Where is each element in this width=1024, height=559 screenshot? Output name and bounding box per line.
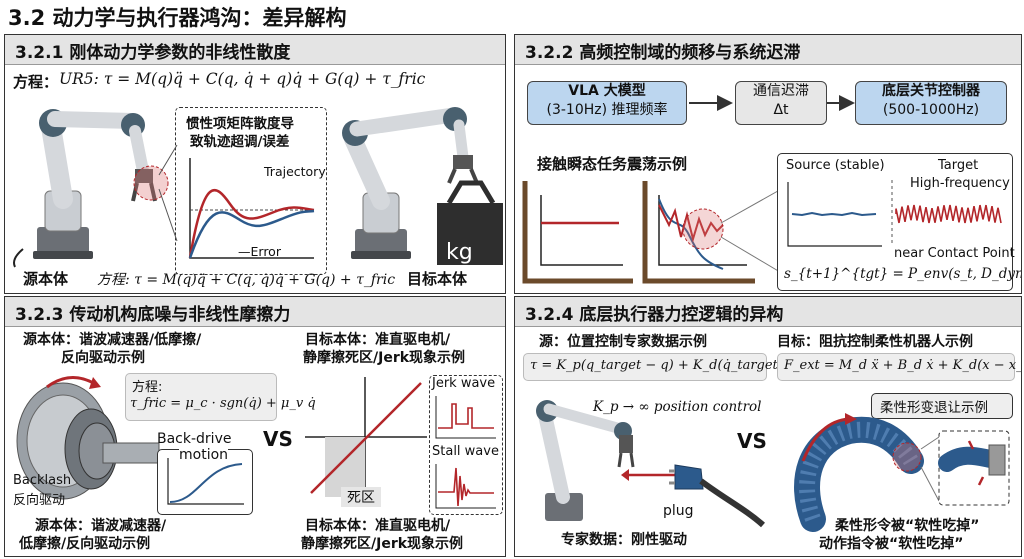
panel-control-frequency: 3.2.2 高频控制域的频移与系统迟滞 VLA 大模型 (3-10Hz) 推理频… <box>514 34 1022 294</box>
target-robot-arm <box>342 107 503 265</box>
panel-force-control: 3.2.4 底层执行器力控逻辑的异构 源：位置控制专家数据示例 τ = K_p(… <box>514 296 1022 557</box>
flex-note: 柔性形变退让示例 <box>880 400 988 416</box>
jerk-wave <box>435 396 496 439</box>
vla-model-node: VLA 大模型 (3-10Hz) 推理频率 <box>527 81 687 125</box>
inset-connector <box>158 144 178 242</box>
delay-node: 通信迟滞 Δt <box>735 81 827 125</box>
soft-robot-arm <box>794 413 1010 532</box>
stall-wave-label: Stall wave <box>432 444 499 459</box>
joint-controller-node: 底层关节控制器 (500-1000Hz) <box>855 81 1007 125</box>
joint-node-title: 底层关节控制器 <box>882 83 980 99</box>
target-bottom-line-1: 目标本体：准直驱电机/ <box>305 518 451 534</box>
inset-title-2: 致轨迹超调/误差 <box>190 134 290 150</box>
friction-eq-label: 方程: <box>132 380 163 395</box>
panel-header: 3.2.4 底层执行器力控逻辑的异构 <box>515 297 1021 327</box>
contact-demo-title: 接触瞬态任务震荡示例 <box>537 155 688 173</box>
delay-node-title: 通信迟滞 <box>753 83 809 99</box>
panel-header: 3.2.2 高频控制域的频移与系统迟滞 <box>515 35 1021 65</box>
panel-rigid-dynamics: 3.2.1 刚体动力学参数的非线性散度 方程： UR5: τ = M(q)q̈ … <box>4 34 506 294</box>
source-bottom-line-2: 低摩擦/反向驱动示例 <box>19 536 151 552</box>
high-frequency-wave <box>895 204 1002 224</box>
inset-title-1: 惯性项矩阵散度导 <box>186 116 294 132</box>
source-equation: τ = K_p(q_target − q) + K_d(q̇_target − … <box>530 358 811 373</box>
source-equation-box: τ = K_p(q_target − q) + K_d(q̇_target − … <box>523 353 810 381</box>
vla-node-title: VLA 大模型 <box>568 83 646 99</box>
panel-heading: 3.2.2 高频控制域的频移与系统迟滞 <box>525 43 801 63</box>
trajectory-inset: 惯性项矩阵散度导 致轨迹超调/误差 Trajectory —Error <box>175 107 327 275</box>
target-bottom-line-2: 静摩擦死区/Jerk现象示例 <box>301 536 464 552</box>
source-target-inset: Source (stable) Target High-frequency ne… <box>777 153 1021 291</box>
backlash-label-1: Backlash <box>13 473 72 488</box>
target-title: 目标：阻抗控制柔性机器人示例 <box>777 334 973 350</box>
harmonic-gear <box>16 376 160 500</box>
target-bottom-line-1: 柔性形令被“软性吃掉” <box>835 518 980 534</box>
delay-node-dt: Δt <box>773 102 789 118</box>
friction-equation-box: 方程: τ_fric = μ_c · sgn(q̇) + μ_v q̇ <box>125 373 316 421</box>
vla-node-freq: (3-10Hz) 推理频率 <box>546 102 668 118</box>
stall-wave <box>435 464 496 509</box>
backdrive-label-1: Back-drive <box>157 431 232 447</box>
dead-zone-label: 死区 <box>341 487 381 507</box>
panel-heading: 3.2.4 底层执行器力控逻辑的异构 <box>525 305 784 325</box>
equation-label: 方程： <box>13 73 59 91</box>
wave-inset: Jerk wave Stall wave <box>429 375 503 515</box>
source-title: 源：位置控制专家数据示例 <box>539 334 707 350</box>
panel-transmission-friction: 3.2.3 传动机构底噪与非线性摩擦力 源本体：谐波减速器/低摩擦/ 反向驱动示… <box>4 296 506 557</box>
high-frequency-label: High-frequency <box>910 176 1010 191</box>
panel-heading: 3.2.1 刚体动力学参数的非线性散度 <box>15 43 291 63</box>
target-equation: F_ext = M_d ẍ + B_d ẋ + K_d(x − x_target… <box>784 358 1022 373</box>
target-label: Target <box>938 158 979 173</box>
equation-top: UR5: τ = M(q)q̈ + C(q, q̇ + q)q̇ + G(q) … <box>59 70 426 88</box>
backdrive-curve <box>167 458 244 505</box>
panel-heading: 3.2.3 传动机构底噪与非线性摩擦力 <box>15 305 291 325</box>
vs-label: VS <box>737 429 767 453</box>
source-top-line-2: 反向驱动示例 <box>61 350 145 366</box>
delay-formula: s_{t+1}^{tgt} = P_env(s_t, D_dyn^{tgt}(a… <box>784 266 1022 282</box>
backdrive-inset <box>157 449 253 515</box>
weight-kg-label: kg <box>446 240 473 265</box>
plug-label: plug <box>663 503 694 519</box>
backlash-label-2: 反向驱动 <box>13 493 66 508</box>
target-bottom-line-2: 动作指令被“软性吃掉” <box>819 536 964 552</box>
target-top-line-1: 目标本体：准直驱电机/ <box>305 332 451 348</box>
source-target-plots <box>787 180 1002 247</box>
friction-eq: τ_fric = μ_c · sgn(q̇) + μ_v q̇ <box>130 396 316 411</box>
source-bottom-label: 专家数据：刚性驱动 <box>561 532 687 548</box>
rigid-arm-with-plug <box>536 400 765 528</box>
source-top-line-1: 源本体：谐波减速器/低摩擦/ <box>23 332 202 348</box>
panel-header: 3.2.3 传动机构底噪与非线性摩擦力 <box>5 297 505 327</box>
source-stable-label: Source (stable) <box>786 158 885 173</box>
kp-note: K_p → ∞ position control <box>593 399 762 415</box>
dead-zone-plot <box>305 377 427 499</box>
jerk-wave-label: Jerk wave <box>432 376 496 391</box>
trajectory-label: Trajectory <box>264 164 326 179</box>
flow-arrows <box>689 95 855 111</box>
panel-header: 3.2.1 刚体动力学参数的非线性散度 <box>5 35 505 65</box>
target-top-line-2: 静摩擦死区/Jerk现象示例 <box>303 350 466 366</box>
equation-bottom: 方程: τ = M(q)q̈ + C(q, q̇)q̇ + G(q) + τ_f… <box>97 272 396 288</box>
target-body-label: 目标本体 <box>407 270 468 288</box>
contact-plots <box>522 181 786 284</box>
vs-label: VS <box>263 427 293 451</box>
flex-note-box: 柔性形变退让示例 <box>871 393 1013 419</box>
target-equation-box: F_ext = M_d ẍ + B_d ẋ + K_d(x − x_target… <box>777 353 1021 381</box>
error-label: —Error <box>238 244 281 259</box>
source-body-label: 源本体 <box>23 270 69 288</box>
joint-node-freq: (500-1000Hz) <box>882 102 980 118</box>
source-bottom-line-1: 源本体：谐波减速器/ <box>35 518 167 534</box>
main-title: 3.2 动力学与执行器鸿沟：差异解构 <box>8 6 347 30</box>
backdrive-label-2: motion <box>179 447 229 463</box>
trajectory-plot <box>188 158 315 259</box>
near-contact-label: near Contact Point <box>894 246 1015 261</box>
source-robot-arm <box>13 109 157 268</box>
